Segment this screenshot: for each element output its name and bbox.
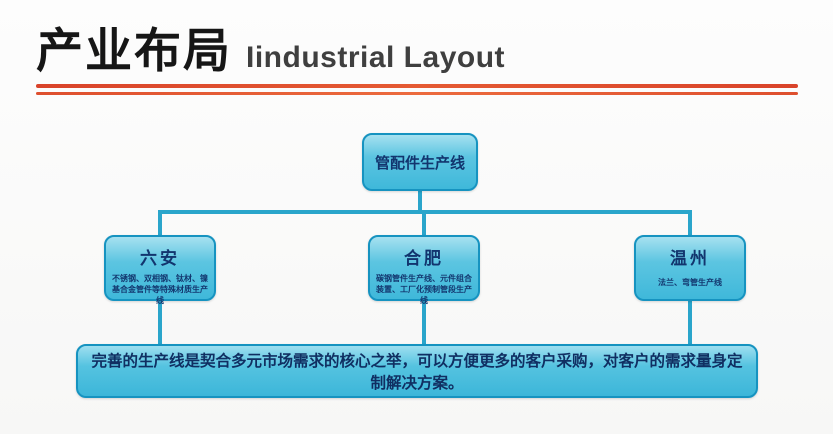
node-luan: 六安 不锈钢、双相钢、钛材、镍基合金管件等特殊材质生产线: [104, 235, 216, 305]
connector-hefei-top: [422, 212, 426, 236]
connector-luan-top: [158, 212, 162, 236]
title-underline-top: [36, 84, 798, 88]
node-wenzhou: 温州 法兰、弯管生产线: [634, 235, 746, 301]
connector-root-down: [418, 190, 422, 212]
node-hefei-label: 合肥: [404, 249, 444, 268]
connector-wenzhou-top: [688, 212, 692, 236]
node-luan-label: 六安: [140, 249, 180, 268]
connector-wenzhou-bottom: [688, 300, 692, 345]
connector-hefei-bottom: [422, 300, 426, 345]
node-hefei: 合肥 碳钢管件生产线、元件组合装置、工厂化预制管段生产线: [368, 235, 480, 305]
connector-luan-bottom: [158, 300, 162, 345]
footer-text: 完善的生产线是契合多元市场需求的核心之举，可以方便更多的客户采购，对客户的需求量…: [91, 353, 743, 392]
root-node-label: 管配件生产线: [374, 154, 465, 172]
node-hefei-desc: 碳钢管件生产线、元件组合装置、工厂化预制管段生产线: [376, 274, 472, 306]
root-node: 管配件生产线: [362, 133, 478, 191]
node-luan-desc: 不锈钢、双相钢、钛材、镍基合金管件等特殊材质生产线: [112, 274, 208, 306]
node-wenzhou-label: 温州: [670, 249, 710, 268]
page-title: 产业布局 Iindustrial Layout: [36, 12, 505, 81]
footer-banner: 完善的生产线是契合多元市场需求的核心之举，可以方便更多的客户采购，对客户的需求量…: [76, 344, 758, 398]
title-underline-bottom: [36, 92, 798, 95]
node-wenzhou-desc: 法兰、弯管生产线: [658, 278, 722, 287]
title-zh: 产业布局: [36, 24, 232, 77]
title-en: Iindustrial Layout: [246, 41, 506, 74]
